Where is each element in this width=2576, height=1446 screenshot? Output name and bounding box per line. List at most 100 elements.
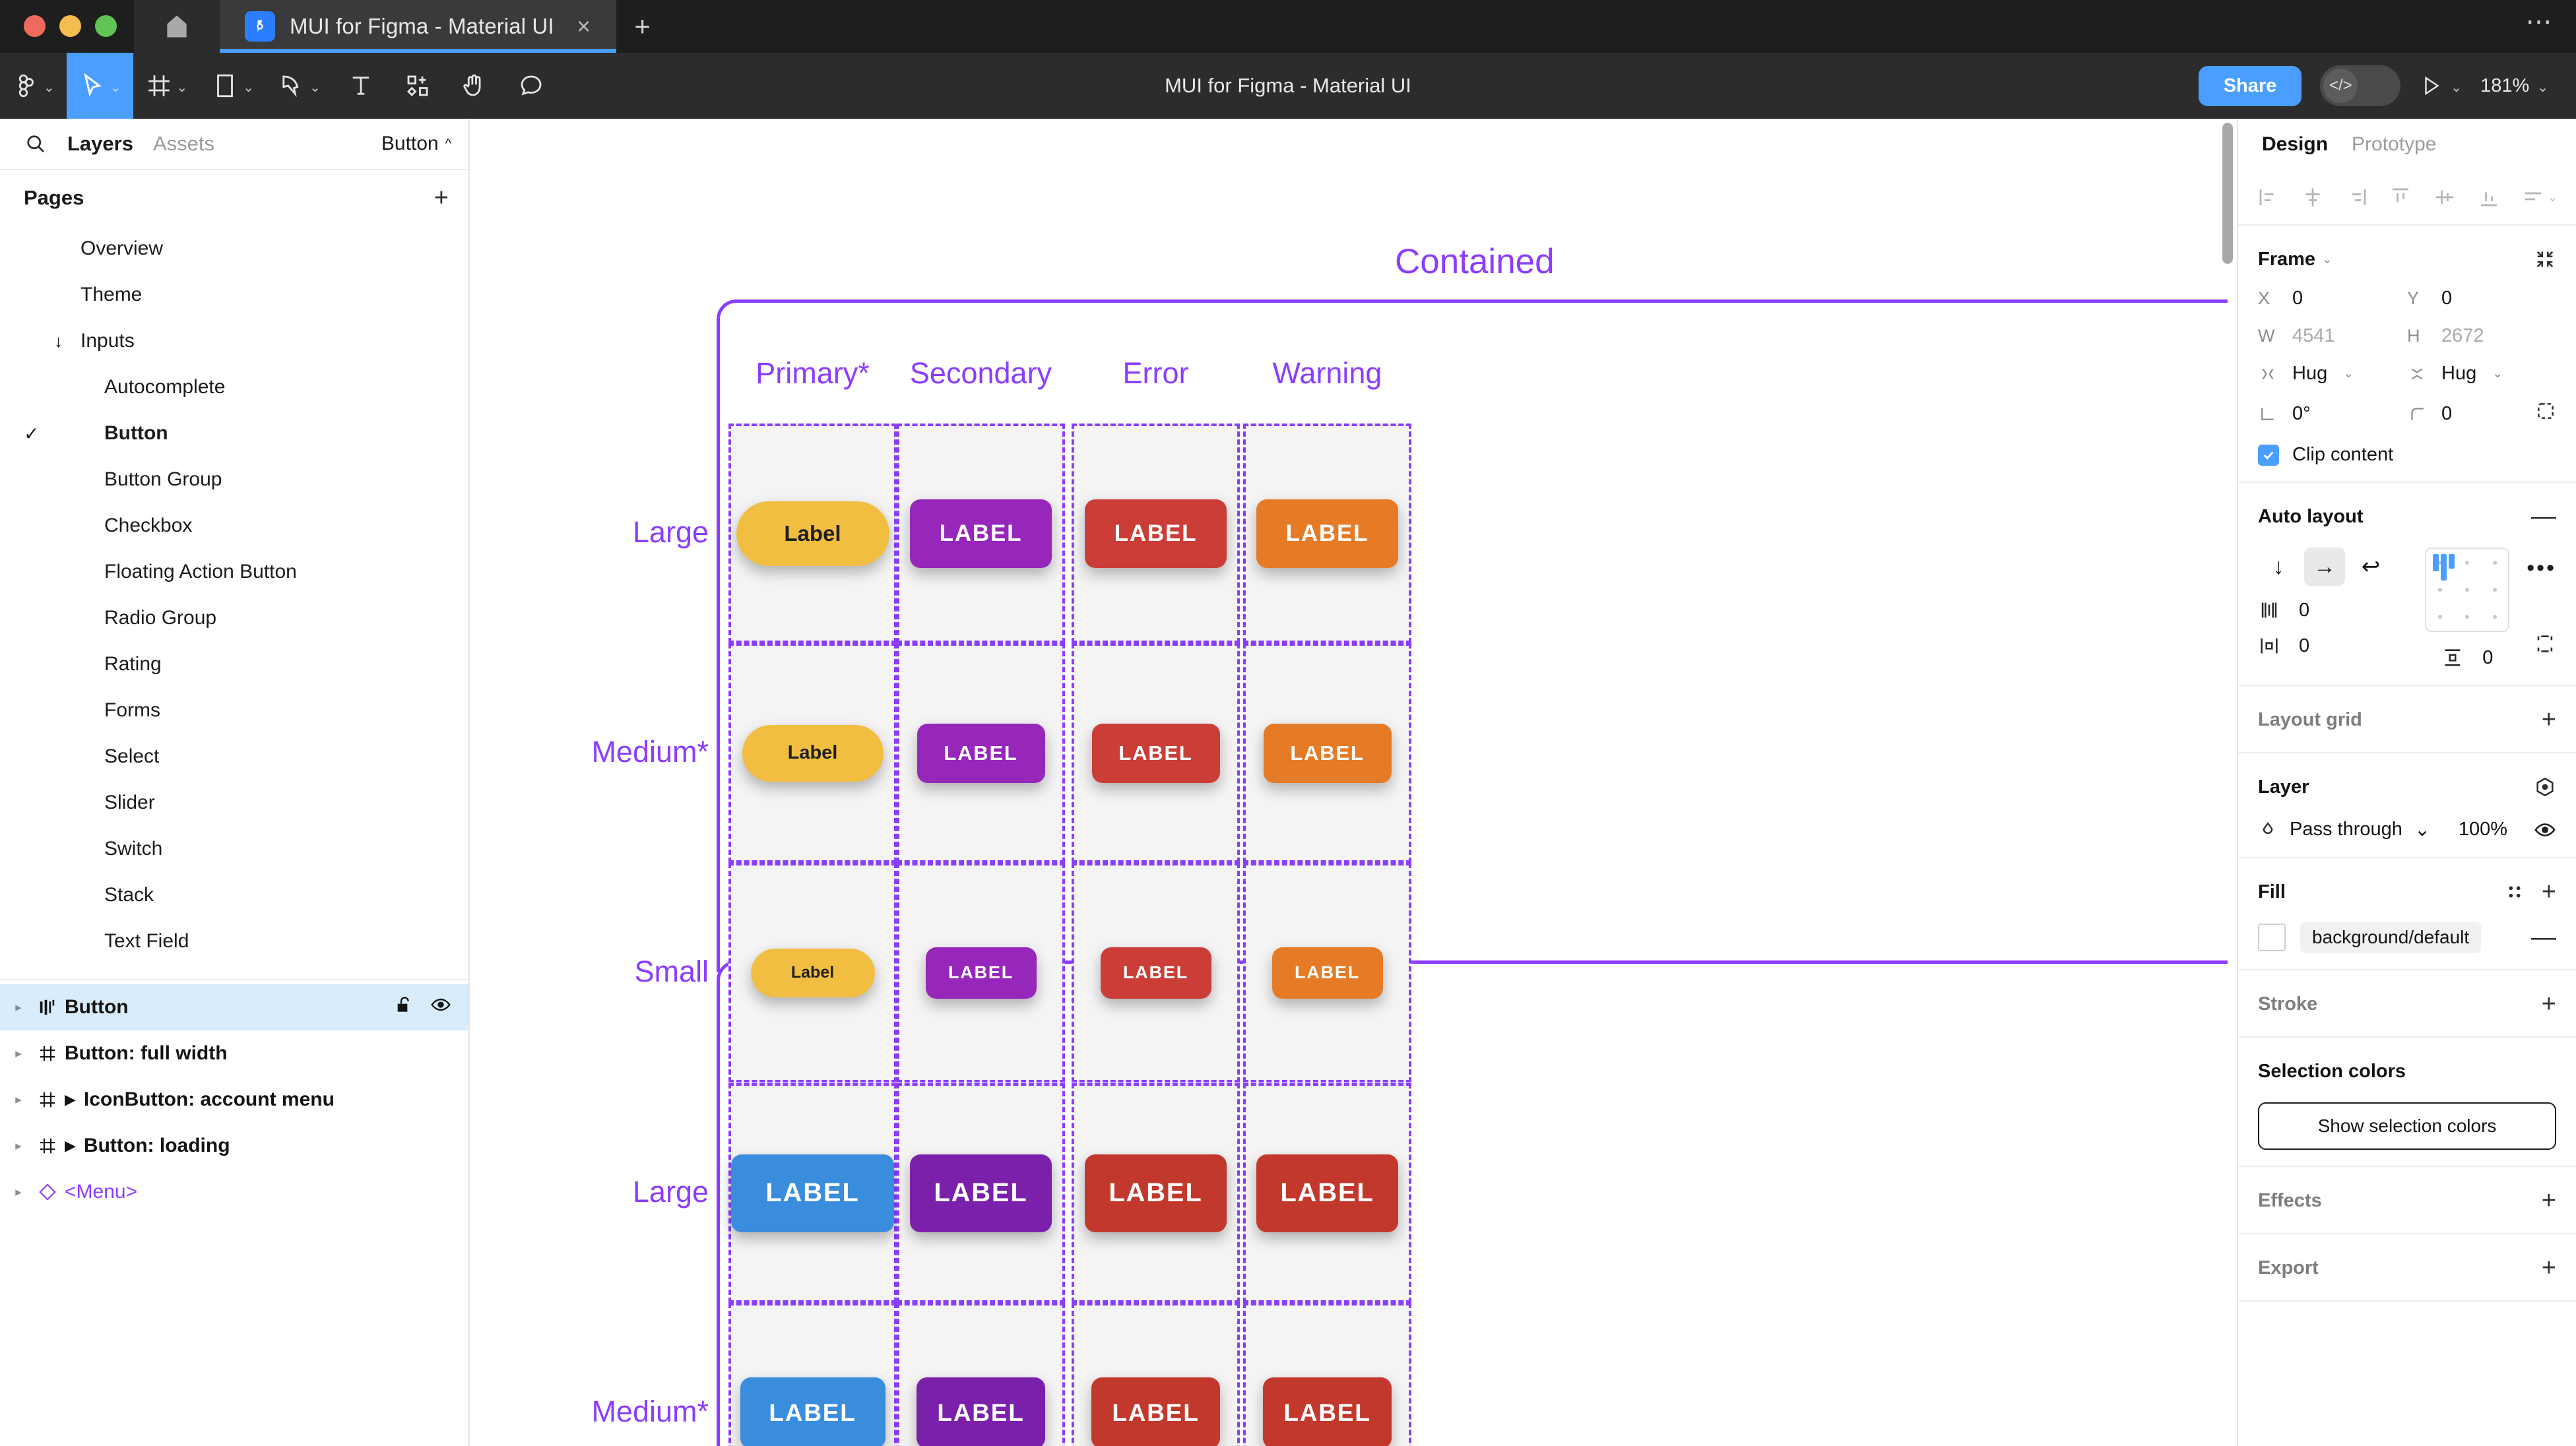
align-horizontal-center-icon[interactable] [2301,185,2325,209]
layer-row[interactable]: ▸Button: full width [0,1030,468,1077]
comment-tool-icon[interactable] [503,53,560,119]
add-fill-button[interactable]: + [2541,878,2556,906]
auto-layout-padding-horizontal[interactable]: 0 [2258,635,2408,657]
search-icon[interactable] [24,132,48,156]
visibility-icon[interactable] [430,994,451,1021]
page-select-dropdown[interactable]: Button ^ [381,133,451,155]
browser-tab-active[interactable]: MUI for Figma - Material UI × [220,0,616,53]
layer-row[interactable]: ▸▶Button: loading [0,1123,468,1169]
add-layout-grid-button[interactable]: + [2541,706,2556,734]
page-item-autocomplete[interactable]: Autocomplete [0,364,468,410]
padding-individual-icon[interactable] [2534,633,2556,658]
styles-icon[interactable] [2503,881,2526,903]
canvas-scrollbar[interactable] [2222,123,2233,264]
frame-rotation[interactable]: 0° [2258,400,2407,427]
align-top-icon[interactable] [2389,185,2412,209]
independent-corners-icon[interactable] [2535,400,2556,427]
frame-tool-icon[interactable]: ⌄ [133,53,200,119]
remove-fill-button[interactable]: — [2531,924,2556,951]
expand-caret-icon[interactable]: ▸ [15,1092,22,1107]
layer-row[interactable]: ▸Button [0,984,468,1030]
page-item-checkbox[interactable]: Checkbox [0,503,468,549]
page-item-stack[interactable]: Stack [0,872,468,918]
direction-wrap-button[interactable]: ↩ [2361,554,2381,579]
align-right-icon[interactable] [2345,185,2369,209]
frame-resize-width[interactable]: Hug⌄ [2258,363,2407,385]
align-bottom-icon[interactable] [2477,185,2501,209]
page-item-forms[interactable]: Forms [0,687,468,734]
clip-content-checkbox[interactable] [2258,444,2279,466]
auto-layout-padding-vertical[interactable]: 0 [2441,646,2493,669]
page-item-overview[interactable]: Overview [0,226,468,272]
figma-menu-icon[interactable]: ⌄ [0,53,67,119]
dev-mode-toggle[interactable]: </> [2320,65,2401,106]
page-item-text-field[interactable]: Text Field [0,918,468,964]
mui-button[interactable]: LABEL [1263,1377,1392,1446]
mui-button[interactable]: LABEL [925,947,1037,999]
tab-assets[interactable]: Assets [152,132,214,155]
page-item-select[interactable]: Select [0,734,468,780]
expand-caret-icon[interactable]: ▸ [15,1185,22,1199]
page-item-button-group[interactable]: Button Group [0,456,468,503]
page-item-theme[interactable]: Theme [0,272,468,318]
close-window-button[interactable] [24,15,46,37]
mui-button[interactable]: LABEL [910,1154,1052,1232]
frame-corner-radius[interactable]: 0 [2407,400,2556,427]
lock-icon[interactable] [393,994,414,1021]
browser-menu-icon[interactable]: ⋯ [2525,7,2554,36]
shape-tool-icon[interactable]: ⌄ [199,53,266,119]
add-export-button[interactable]: + [2541,1254,2556,1282]
page-item-slider[interactable]: Slider [0,780,468,826]
mui-button[interactable]: LABEL [910,499,1052,568]
expand-triangle-icon[interactable]: ▶ [65,1137,76,1154]
text-tool-icon[interactable] [333,53,389,119]
mui-button[interactable]: LABEL [1091,723,1220,783]
frame-resize-height[interactable]: Hug⌄ [2407,363,2556,385]
close-icon[interactable]: × [577,13,591,40]
fill-row[interactable]: background/default — [2258,922,2556,953]
page-item-inputs[interactable]: ↓Inputs [0,318,468,364]
clip-content-row[interactable]: Clip content [2258,444,2556,466]
page-item-rating[interactable]: Rating [0,641,468,687]
tab-prototype[interactable]: Prototype [2352,133,2437,155]
show-selection-colors-button[interactable]: Show selection colors [2258,1102,2556,1150]
mui-button[interactable]: LABEL [1085,499,1227,568]
remove-auto-layout-button[interactable]: — [2531,503,2556,530]
layer-actions[interactable] [2534,776,2556,798]
move-tool-icon[interactable]: ⌄ [66,53,133,119]
mui-button[interactable]: LABEL [1091,1377,1220,1446]
layer-row[interactable]: ▸▶IconButton: account menu [0,1077,468,1123]
add-effect-button[interactable]: + [2541,1187,2556,1214]
tab-design[interactable]: Design [2262,133,2329,155]
align-left-icon[interactable] [2257,185,2280,209]
mui-button[interactable]: LABEL [740,1377,886,1446]
expand-caret-icon[interactable]: ▸ [15,1000,22,1015]
tab-layers[interactable]: Layers [67,132,133,155]
hand-tool-icon[interactable] [446,53,503,119]
auto-layout-alignment-picker[interactable] [2425,548,2510,632]
chevron-down-icon[interactable]: ⌄ [2322,252,2333,267]
page-item-radio-group[interactable]: Radio Group [0,595,468,641]
minimize-window-button[interactable] [59,15,81,37]
mui-button[interactable]: LABEL [1263,723,1392,783]
present-button[interactable]: ⌄ [2419,74,2462,98]
page-item-switch[interactable]: Switch [0,826,468,872]
expand-triangle-icon[interactable]: ▶ [65,1091,76,1108]
distribute-menu-icon[interactable]: ⌄ [2521,185,2558,209]
page-item-button[interactable]: ✓Button [0,410,468,456]
pen-tool-icon[interactable]: ⌄ [266,53,333,119]
zoom-control[interactable]: 181% ⌄ [2480,75,2548,97]
mui-button[interactable]: LABEL [917,1377,1045,1446]
direction-horizontal-button[interactable]: → [2304,548,2345,586]
mui-button[interactable]: Label [750,948,875,997]
layer-blend-row[interactable]: Pass through ⌄ 100% [2258,818,2556,841]
mui-button[interactable]: LABEL [731,1154,894,1232]
add-stroke-button[interactable]: + [2541,990,2556,1018]
maximize-window-button[interactable] [95,15,117,37]
expand-caret-icon[interactable]: ▸ [15,1139,22,1153]
